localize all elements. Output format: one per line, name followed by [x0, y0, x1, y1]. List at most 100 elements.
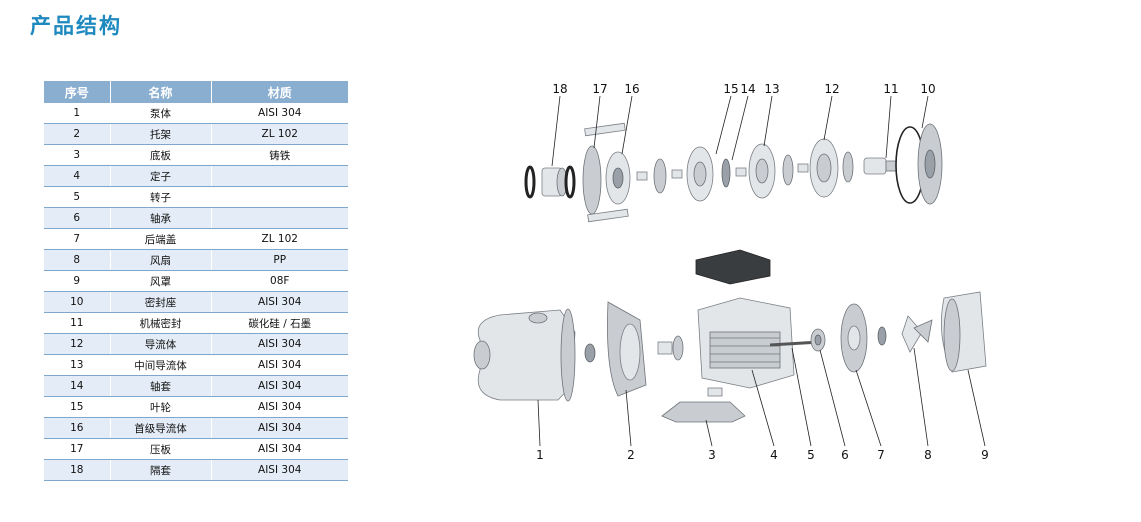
header-material: 材质: [211, 81, 348, 103]
callout-8: 8: [924, 448, 932, 462]
cell-material: AISI 304: [211, 354, 348, 376]
callout-9: 9: [981, 448, 989, 462]
callout-4: 4: [770, 448, 778, 462]
cell-name: 泵体: [110, 103, 212, 124]
cell-name: 轴套: [110, 375, 212, 397]
cell-material: AISI 304: [211, 459, 348, 481]
cell-name: 后端盖: [110, 228, 212, 250]
cell-name: 叶轮: [110, 396, 212, 418]
cell-material: ZL 102: [211, 228, 348, 250]
cell-material: 08F: [211, 270, 348, 292]
cell-number: 15: [44, 396, 111, 418]
cell-name: 风扇: [110, 249, 212, 271]
cell-number: 12: [44, 333, 111, 355]
top-assembly: [524, 122, 943, 223]
mechanical-seal-shape: [863, 157, 887, 175]
cell-name: 导流体: [110, 333, 212, 355]
cell-number: 8: [44, 249, 111, 271]
callout-13: 13: [764, 82, 779, 96]
cell-number: 5: [44, 186, 111, 208]
callout-7: 7: [877, 448, 885, 462]
cell-material: 铸铁: [211, 144, 348, 166]
cell-material: ZL 102: [211, 123, 348, 145]
cell-name: 隔套: [110, 459, 212, 481]
cell-name: 定子: [110, 165, 212, 187]
callout-6: 6: [841, 448, 849, 462]
cell-name: 风罩: [110, 270, 212, 292]
cell-number: 18: [44, 459, 111, 481]
cell-material: [211, 207, 348, 229]
cell-material: 碳化硅 / 石墨: [211, 312, 348, 334]
cell-material: AISI 304: [211, 291, 348, 313]
callout-2: 2: [627, 448, 635, 462]
cell-material: AISI 304: [211, 333, 348, 355]
cell-name: 轴承: [110, 207, 212, 229]
callout-12: 12: [824, 82, 839, 96]
cell-name: 转子: [110, 186, 212, 208]
leader-lines: [537, 95, 986, 447]
cell-number: 10: [44, 291, 111, 313]
cell-name: 中间导流体: [110, 354, 212, 376]
cell-number: 11: [44, 312, 111, 334]
tie-rod-bottom: [587, 208, 629, 223]
shaft-sleeve-shape: [721, 158, 731, 188]
cell-material: AISI 304: [211, 417, 348, 439]
cell-name: 机械密封: [110, 312, 212, 334]
base-plate-shape: [661, 401, 746, 423]
cell-number: 9: [44, 270, 111, 292]
cell-name: 压板: [110, 438, 212, 460]
pressure-plate-shape: [582, 145, 602, 215]
cell-number: 3: [44, 144, 111, 166]
cell-number: 7: [44, 228, 111, 250]
callout-17: 17: [592, 82, 607, 96]
callout-11: 11: [883, 82, 898, 96]
tie-rod-top: [584, 122, 626, 137]
header-number: 序号: [44, 81, 111, 103]
callout-5: 5: [807, 448, 815, 462]
cell-number: 6: [44, 207, 111, 229]
cell-material: [211, 186, 348, 208]
fan-shape: [901, 315, 923, 353]
cell-material: AISI 304: [211, 438, 348, 460]
page-title: 产品结构: [30, 14, 122, 38]
cell-number: 14: [44, 375, 111, 397]
cell-name: 托架: [110, 123, 212, 145]
callout-10: 10: [920, 82, 935, 96]
cell-number: 16: [44, 417, 111, 439]
callout-14: 14: [740, 82, 755, 96]
cell-name: 首级导流体: [110, 417, 212, 439]
cell-material: PP: [211, 249, 348, 271]
header-name: 名称: [110, 81, 212, 103]
pump-body-shape: [477, 309, 576, 401]
cell-number: 13: [44, 354, 111, 376]
terminal-box-shape: [695, 249, 771, 285]
callout-16: 16: [624, 82, 639, 96]
o-ring-left: [524, 165, 536, 199]
bottom-assembly: [473, 249, 987, 423]
cell-name: 底板: [110, 144, 212, 166]
callout-18: 18: [552, 82, 567, 96]
cell-number: 1: [44, 103, 111, 124]
cell-material: AISI 304: [211, 375, 348, 397]
cell-material: AISI 304: [211, 396, 348, 418]
cell-material: [211, 165, 348, 187]
